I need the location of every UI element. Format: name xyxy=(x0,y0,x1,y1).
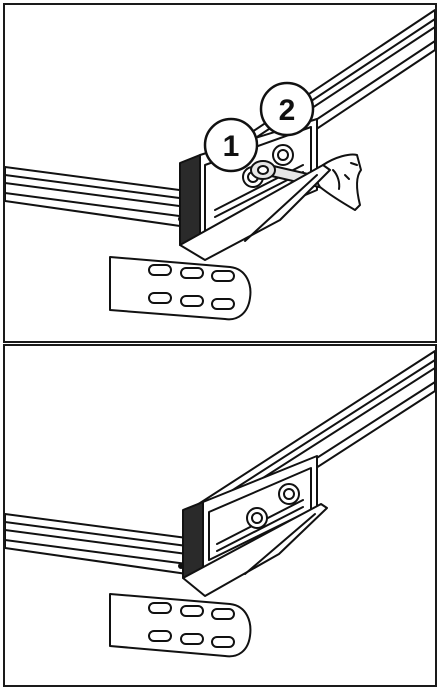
callout-1 xyxy=(203,117,259,173)
bottom-illustration xyxy=(5,350,435,658)
step-panel-bottom xyxy=(3,344,437,687)
top-illustration: 1 2 xyxy=(5,9,435,321)
bolt-2 xyxy=(272,144,294,166)
callout-2 xyxy=(259,81,315,137)
diagonal-support xyxy=(179,164,331,261)
callout-2-label: 2 xyxy=(279,94,296,127)
hand-icon xyxy=(316,153,362,211)
connector-plate xyxy=(109,593,252,658)
bolt-1 xyxy=(246,507,268,529)
callout-1-label: 1 xyxy=(223,130,240,163)
front-rail xyxy=(5,166,188,228)
diagonal-support xyxy=(182,503,328,597)
bolt-2 xyxy=(278,483,300,505)
step-panel-top: 1 2 xyxy=(3,3,437,343)
connector-plate xyxy=(109,256,252,321)
front-rail xyxy=(5,513,188,575)
